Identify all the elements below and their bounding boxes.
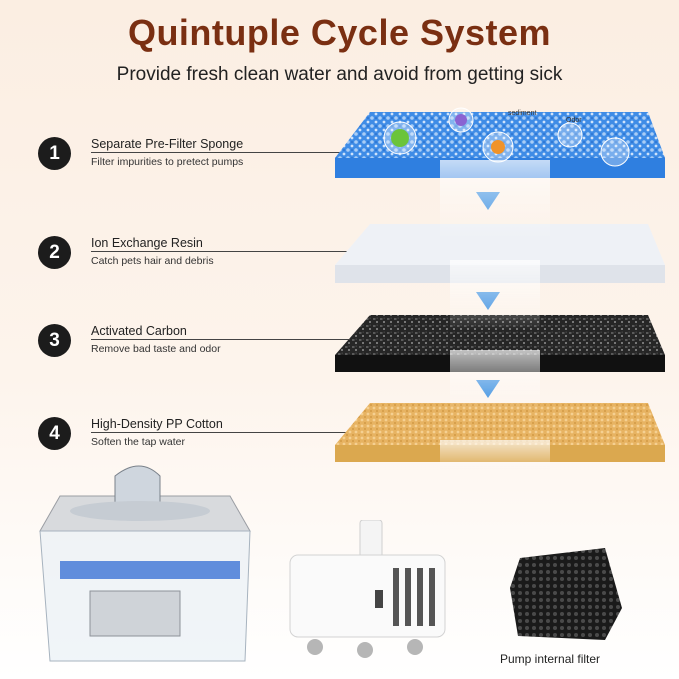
odor-label: Odor	[566, 117, 582, 124]
leader-line	[91, 432, 381, 433]
water-splash	[440, 160, 550, 470]
pet-fountain-image	[39, 465, 251, 662]
sediment-label: sediment	[508, 110, 537, 117]
step-description: Soften the tap water	[91, 436, 185, 448]
step-heading: Separate Pre-Filter Sponge	[91, 137, 244, 151]
virus-icon	[448, 107, 474, 133]
odor-bubble-icon	[557, 122, 630, 167]
step-number-badge: 1	[38, 137, 71, 170]
step-heading: Ion Exchange Resin	[91, 236, 203, 250]
leader-line	[91, 152, 381, 153]
step-number-badge: 4	[38, 417, 71, 450]
step-description: Catch pets hair and debris	[91, 255, 214, 267]
pump-image	[289, 520, 446, 658]
cotton-layer	[335, 403, 665, 462]
page-subtitle: Provide fresh clean water and avoid from…	[116, 64, 563, 85]
leader-line	[91, 251, 381, 252]
pump-filter-sponge-image	[510, 548, 622, 640]
leader-line	[91, 339, 381, 340]
step-2: 2 Ion Exchange Resin Catch pets hair and…	[38, 236, 381, 286]
step-1: 1 Separate Pre-Filter Sponge Filter impu…	[38, 137, 381, 187]
pump-filter-caption: Pump internal filter	[500, 652, 601, 666]
step-4: 4 High-Density PP Cotton Soften the tap …	[38, 417, 381, 467]
step-3: 3 Activated Carbon Remove bad taste and …	[38, 324, 381, 374]
step-description: Filter impurities to pretect pumps	[91, 156, 244, 168]
page-title: Quintuple Cycle System	[127, 12, 552, 53]
step-number-badge: 2	[38, 236, 71, 269]
sediment-icon	[482, 131, 514, 163]
step-heading: Activated Carbon	[91, 324, 187, 338]
step-heading: High-Density PP Cotton	[91, 417, 223, 431]
step-number-badge: 3	[38, 324, 71, 357]
filter-layers-illustration	[335, 107, 665, 470]
step-description: Remove bad taste and odor	[91, 343, 221, 355]
bacteria-icon	[383, 121, 417, 155]
